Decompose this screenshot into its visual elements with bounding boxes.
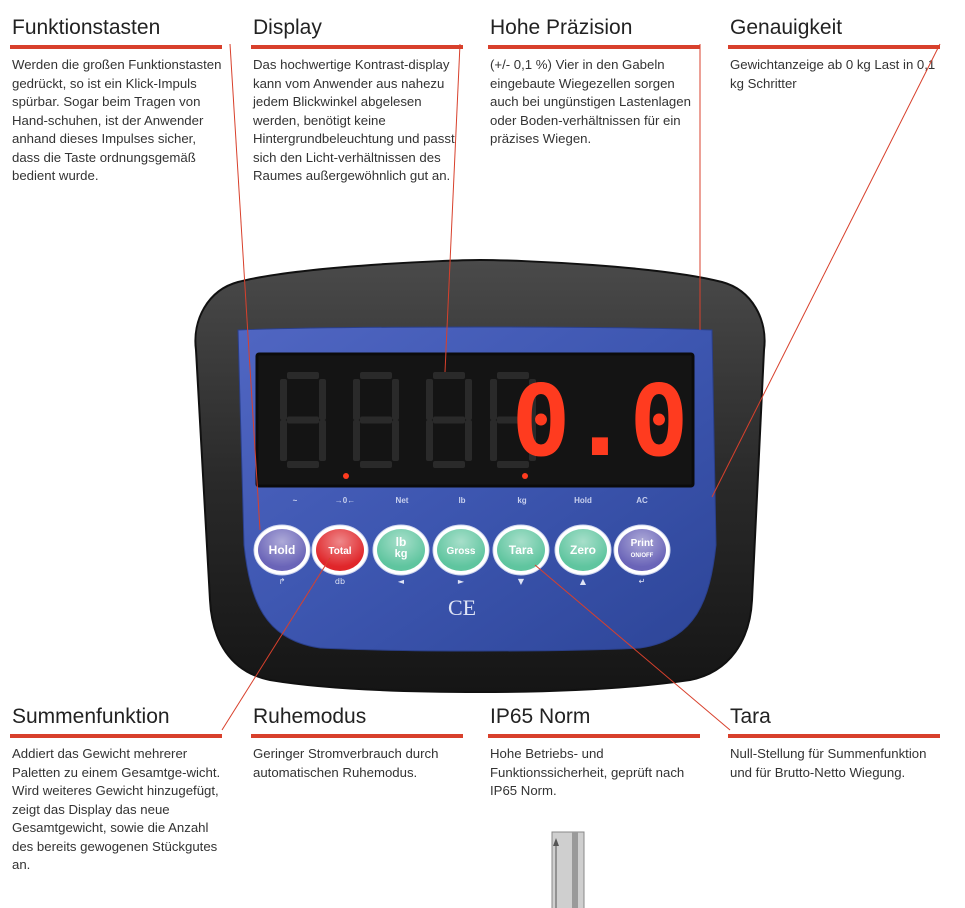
unlit-digit — [353, 372, 399, 468]
feature-title: Genauigkeit — [730, 16, 843, 39]
indicator-label: →0← — [335, 496, 355, 505]
key-glyph: ◄ — [398, 577, 405, 586]
key-glyph: db — [335, 577, 345, 586]
title-underline — [10, 45, 222, 49]
feature-tara: Tara Null-Stellung für Summenfunktion un… — [728, 705, 940, 782]
feature-text: Addiert das Gewicht mehrerer Paletten zu… — [12, 746, 221, 872]
title-underline — [488, 734, 700, 738]
feature-title: Hohe Präzision — [490, 16, 633, 39]
title-underline — [728, 734, 940, 738]
display-reading: 0.0 — [511, 365, 688, 479]
feature-text: Null-Stellung für Summenfunktion und für… — [730, 746, 927, 780]
indicator-label: lb — [458, 496, 465, 505]
indicator-label: Hold — [574, 496, 592, 505]
indicator-label: AC — [636, 496, 648, 505]
key-hold[interactable]: Hold ↱ — [253, 524, 311, 586]
feature-title: Summenfunktion — [12, 705, 170, 728]
unlit-digit — [280, 372, 326, 468]
key-gross[interactable]: Gross ► — [432, 524, 490, 586]
title-underline — [728, 45, 940, 49]
mast-arrowhead — [553, 838, 559, 846]
lcd-window — [255, 352, 695, 488]
feature-genauigkeit: Genauigkeit Gewichtanzeige ab 0 kg Last … — [728, 16, 940, 93]
indicator-label: Net — [396, 496, 409, 505]
key-label: Total — [328, 546, 351, 557]
indicator-dot — [343, 473, 349, 479]
feature-text: Hohe Betriebs- und Funktionssicherheit, … — [490, 746, 685, 798]
feature-title: IP65 Norm — [490, 705, 591, 728]
key-label: Zero — [570, 543, 596, 557]
title-underline — [251, 734, 463, 738]
feature-title: Display — [253, 16, 322, 39]
key-label: Tara — [509, 543, 534, 557]
key-glyph: ↵ — [639, 577, 646, 586]
mast-groove — [572, 832, 578, 908]
key-sublabel: ON/OFF — [631, 553, 654, 559]
indicator-label: kg — [517, 496, 526, 505]
key-glyph: ▼ — [518, 577, 525, 586]
feature-title: Funktionstasten — [12, 16, 161, 39]
ce-mark: CE — [448, 595, 476, 620]
unlit-digit — [426, 372, 472, 468]
callout-tara — [534, 564, 731, 731]
title-underline — [488, 45, 700, 49]
feature-display: Display Das hochwertige Kontrast-display… — [251, 16, 463, 186]
key-tara[interactable]: Tara ▼ — [492, 524, 550, 586]
feature-ruhemodus: Ruhemodus Geringer Stromverbrauch durch … — [251, 705, 463, 782]
key-glyph: ↱ — [279, 577, 286, 586]
feature-text: Das hochwertige Kontrast-display kann vo… — [253, 57, 455, 183]
feature-title: Tara — [730, 705, 771, 728]
feature-text: (+/- 0,1 %) Vier in den Gabeln eingebaut… — [490, 57, 691, 146]
indicator-dot — [522, 473, 528, 479]
indicator-labels: ~ →0← Net lb kg Hold AC — [293, 496, 648, 505]
key-label: lb — [396, 535, 407, 549]
key-sublabel: kg — [395, 548, 408, 560]
title-underline — [251, 45, 463, 49]
feature-summenfunktion: Summenfunktion Addiert das Gewicht mehre… — [10, 705, 222, 875]
callout-display — [444, 43, 461, 373]
key-label: Print — [631, 538, 654, 549]
feature-text: Werden die großen Funktionstasten gedrüc… — [12, 57, 222, 183]
feature-ip65: IP65 Norm Hohe Betriebs- und Funktionssi… — [488, 705, 700, 801]
unlit-digit — [490, 372, 536, 468]
feature-title: Ruhemodus — [253, 705, 367, 728]
key-glyph: ▲ — [580, 577, 587, 586]
key-label: Hold — [269, 543, 296, 557]
key-glyph: ► — [458, 577, 465, 586]
callout-genauigkeit — [711, 43, 941, 498]
feature-text: Geringer Stromverbrauch durch automatisc… — [253, 746, 439, 780]
callout-summenfunktion — [221, 557, 331, 731]
title-underline — [10, 734, 222, 738]
key-zero[interactable]: Zero ▲ — [554, 524, 612, 586]
feature-hohe-praezision: Hohe Präzision (+/- 0,1 %) Vier in den G… — [488, 16, 700, 149]
segment-digits — [280, 372, 536, 479]
feature-text: Gewichtanzeige ab 0 kg Last in 0,1 kg Sc… — [730, 57, 936, 91]
callout-funktionstasten — [229, 43, 261, 531]
feature-funktionstasten: Funktionstasten Werden die großen Funkti… — [10, 16, 222, 186]
key-label: Gross — [447, 546, 476, 557]
indicator-label: ~ — [293, 496, 298, 505]
